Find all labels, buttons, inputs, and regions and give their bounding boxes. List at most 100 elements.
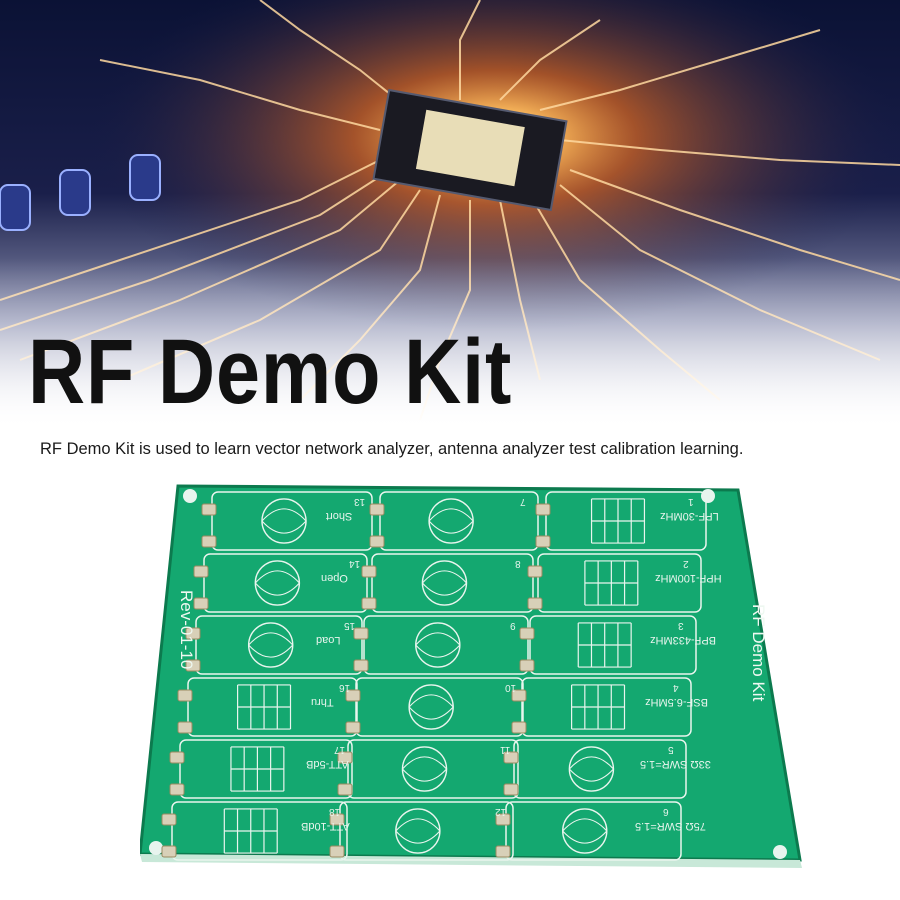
- cell-number: 16: [339, 682, 351, 693]
- pcb-substrate: [140, 484, 802, 862]
- sma-connector-icon: [353, 627, 369, 640]
- cell-number: 6: [663, 806, 669, 817]
- test-cell-outline: [537, 553, 702, 613]
- page-title: RF Demo Kit: [28, 321, 513, 423]
- response-grid-icon: [584, 560, 639, 606]
- cell-label: Load: [316, 634, 341, 646]
- sma-connector-icon: [329, 813, 345, 826]
- test-cell-outline: [187, 677, 358, 737]
- response-grid-icon: [237, 684, 292, 730]
- test-cell-outline: [529, 615, 697, 675]
- sma-connector-icon: [519, 627, 535, 640]
- smith-chart-arc: [408, 694, 454, 720]
- sma-connector-icon: [201, 503, 217, 516]
- sma-connector-icon: [337, 783, 353, 796]
- mounting-hole: [773, 845, 787, 859]
- smith-chart-arc: [562, 818, 608, 844]
- sma-connector-icon: [169, 751, 185, 764]
- sma-connector-icon: [527, 565, 543, 578]
- cell-label: Open: [321, 572, 348, 584]
- sma-connector-icon: [353, 659, 369, 672]
- sma-connector-icon: [169, 783, 185, 796]
- cell-number: 13: [354, 496, 366, 507]
- response-grid-icon: [223, 808, 278, 854]
- sma-connector-icon: [511, 721, 527, 734]
- response-grid-icon: [571, 684, 626, 730]
- test-cell-outline: [545, 491, 707, 551]
- sma-connector-icon: [345, 689, 361, 702]
- sma-connector-icon: [519, 659, 535, 672]
- smith-chart-arc: [248, 632, 294, 658]
- cell-label: BSF-6.5MHz: [645, 696, 708, 708]
- cell-label: LPF-30MHz: [660, 510, 719, 522]
- sma-connector-icon: [201, 535, 217, 548]
- mounting-hole: [701, 489, 715, 503]
- sma-connector-icon: [503, 783, 519, 796]
- sma-connector-icon: [177, 689, 193, 702]
- cell-number: 15: [344, 620, 356, 631]
- test-cell-grid: [161, 491, 707, 861]
- response-grid-icon: [230, 746, 285, 792]
- sma-connector-icon: [361, 597, 377, 610]
- sma-connector-icon: [495, 845, 511, 858]
- smith-chart-arc: [395, 818, 441, 844]
- test-cell-outline: [171, 801, 348, 861]
- cell-label: ATT-10dB: [301, 820, 350, 832]
- sma-connector-icon: [369, 535, 385, 548]
- cell-number: 1: [688, 496, 694, 507]
- sma-connector-icon: [177, 721, 193, 734]
- pcb-edge: [140, 854, 802, 868]
- sma-connector-icon: [527, 597, 543, 610]
- smith-chart-arc: [422, 570, 468, 596]
- cell-label: Short: [326, 510, 353, 522]
- test-cell-outline: [339, 801, 514, 861]
- sma-connector-icon: [495, 813, 511, 826]
- sma-connector-icon: [361, 565, 377, 578]
- smith-chart-arc: [402, 756, 448, 782]
- response-grid-icon: [577, 622, 632, 668]
- cell-number: 18: [329, 806, 341, 817]
- cell-number: 17: [334, 744, 346, 755]
- cell-number: 4: [673, 682, 679, 693]
- cell-number: 8: [515, 558, 521, 569]
- smith-chart-arc: [428, 508, 474, 534]
- cell-label: BPF-433MHz: [650, 634, 717, 646]
- sma-connector-icon: [161, 813, 177, 826]
- cell-number: 14: [349, 558, 361, 569]
- cell-number: 9: [510, 620, 516, 631]
- sma-connector-icon: [369, 503, 385, 516]
- sma-connector-icon: [503, 751, 519, 764]
- pcb-board-graphic: [140, 484, 802, 868]
- test-cell-outline: [179, 739, 353, 799]
- test-cell-outline: [521, 677, 692, 737]
- smith-chart-arc: [415, 632, 461, 658]
- smith-chart-arc: [568, 756, 615, 782]
- cell-number: 5: [668, 744, 674, 755]
- test-cell-outline: [203, 553, 368, 613]
- test-cell-outline: [505, 801, 682, 861]
- sma-connector-icon: [193, 597, 209, 610]
- sma-connector-icon: [511, 689, 527, 702]
- sma-connector-icon: [193, 565, 209, 578]
- board-title: RF Demo Kit: [749, 604, 768, 702]
- test-cell-outline: [371, 553, 534, 613]
- sma-connector-icon: [345, 721, 361, 734]
- test-cell-outline: [211, 491, 373, 551]
- sma-connector-icon: [337, 751, 353, 764]
- cell-number: 2: [683, 558, 689, 569]
- sma-connector-icon: [161, 845, 177, 858]
- test-cell-outline: [347, 739, 519, 799]
- test-cell-outline: [513, 739, 687, 799]
- cell-number: 11: [500, 744, 511, 755]
- sma-connector-icon: [185, 627, 201, 640]
- test-cell-outline: [363, 615, 529, 675]
- test-cell-outline: [195, 615, 363, 675]
- cell-label: 33Ω SWR=1.5: [640, 758, 711, 770]
- mounting-hole: [149, 841, 163, 855]
- cell-number: 10: [505, 682, 517, 693]
- smith-chart-arc: [254, 570, 301, 596]
- cell-number: 7: [520, 496, 526, 507]
- board-revision: Rev-01-10: [177, 590, 196, 670]
